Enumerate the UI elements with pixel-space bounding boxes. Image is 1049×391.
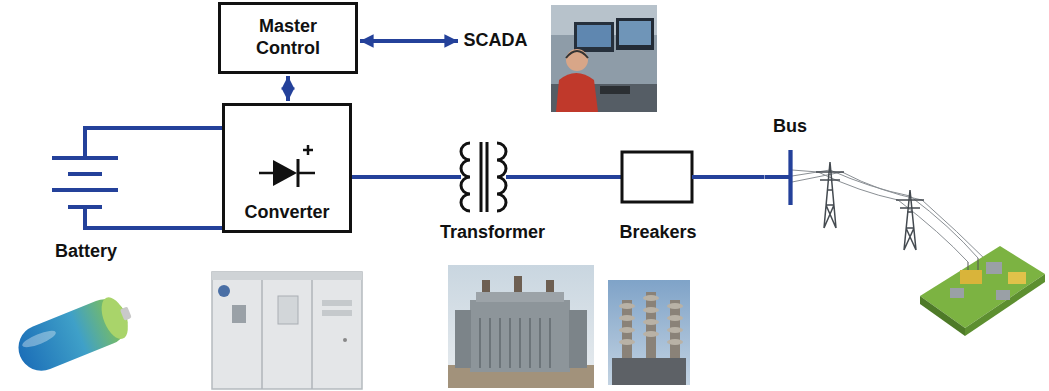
battery-picture: [12, 291, 139, 378]
power-wire: [565, 175, 606, 179]
breaker-photo: [608, 280, 690, 385]
node-label: Converter: [244, 202, 329, 224]
power-wire: [710, 175, 765, 179]
substation-illustration: [920, 246, 1045, 336]
converter-box: Converter: [222, 103, 352, 233]
node-label: Transformer: [440, 222, 545, 244]
converter-cabinet: [212, 272, 362, 389]
operator-photo: [551, 5, 657, 112]
power-wire: [132, 126, 222, 130]
power-wire: [352, 175, 420, 179]
scada-label: SCADA: [462, 28, 529, 54]
battery-symbol: Battery: [40, 118, 132, 263]
power-wire: [132, 226, 222, 230]
transformer-symbol: Transformer: [420, 132, 565, 244]
battery-symbol-art: [40, 118, 132, 263]
transmission-line: [792, 162, 988, 262]
breaker-symbol: Breakers: [606, 138, 710, 244]
node-label: Battery: [55, 241, 117, 263]
node-label: Breakers: [619, 222, 696, 244]
node-label: SCADA: [463, 30, 527, 52]
signal-arrow: [360, 39, 458, 43]
transformer-photo: [448, 265, 594, 388]
control-box: Master Control: [218, 2, 358, 74]
node-label: Bus: [773, 116, 807, 138]
node-label: Master Control: [236, 16, 340, 59]
bus-bar: Bus: [765, 116, 816, 208]
signal-arrow: [286, 76, 290, 101]
